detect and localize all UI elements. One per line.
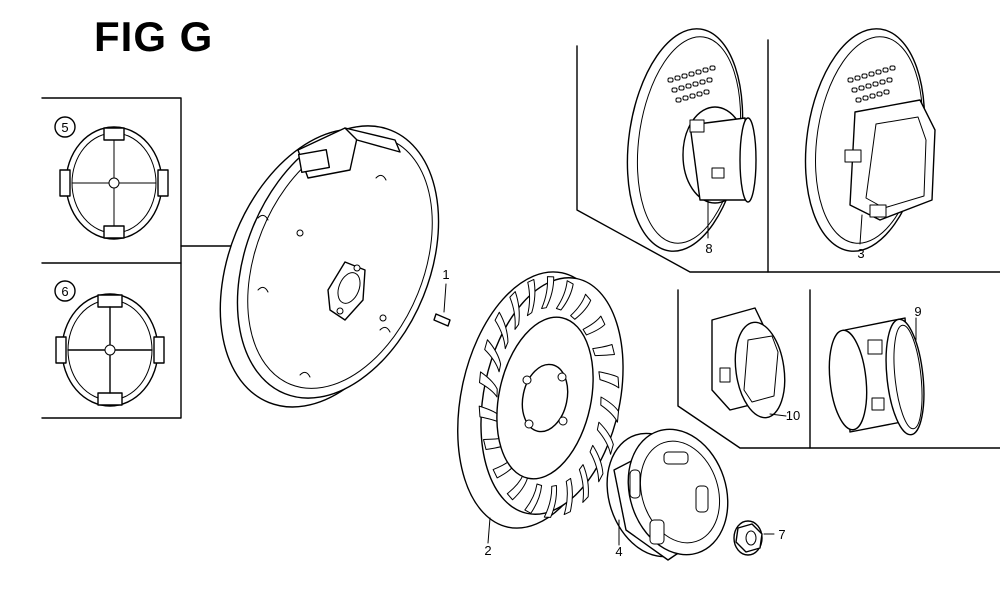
vent-hole bbox=[851, 87, 858, 93]
vent-hole bbox=[875, 69, 882, 75]
fan-blade bbox=[570, 293, 592, 320]
vent-hole bbox=[685, 83, 692, 89]
callout-8: 8 bbox=[705, 241, 712, 256]
part-5-pulley-insert: 5 bbox=[54, 116, 169, 240]
fan-blade bbox=[484, 339, 502, 373]
vent-hole bbox=[692, 81, 699, 87]
callout-7: 7 bbox=[778, 527, 785, 542]
fan-blade bbox=[600, 396, 619, 423]
part-6-pulley-insert: 6 bbox=[54, 280, 165, 407]
fan-blade bbox=[578, 464, 589, 503]
part-2-cooling-fan: 2 bbox=[457, 271, 624, 558]
vent-hole bbox=[847, 77, 854, 83]
upper-right-frame bbox=[576, 39, 1000, 273]
figure-title: FIG G bbox=[94, 13, 214, 60]
vent-hole bbox=[671, 87, 678, 93]
vent-hole bbox=[667, 77, 674, 83]
vent-hole bbox=[703, 89, 710, 95]
vent-hole bbox=[699, 79, 706, 85]
fan-blade bbox=[526, 278, 536, 317]
vent-hole bbox=[678, 85, 685, 91]
part-7-flange-nut: 7 bbox=[733, 520, 786, 556]
vent-hole bbox=[861, 73, 868, 79]
vent-hole bbox=[886, 77, 893, 83]
fan-blade bbox=[592, 344, 615, 357]
part-4-starter-cup: 4 bbox=[606, 428, 729, 561]
vent-hole bbox=[879, 79, 886, 85]
fan-blade bbox=[596, 421, 614, 455]
fan-blade bbox=[555, 280, 574, 311]
vent-hole bbox=[689, 93, 696, 99]
fan-blade bbox=[494, 311, 509, 350]
vent-hole bbox=[868, 71, 875, 77]
callout-2: 2 bbox=[484, 543, 491, 558]
vent-hole bbox=[682, 95, 689, 101]
vent-hole bbox=[709, 65, 716, 71]
part-1-key: 1 bbox=[433, 267, 451, 327]
vent-hole bbox=[854, 75, 861, 81]
vent-hole bbox=[865, 83, 872, 89]
fan-blade bbox=[589, 444, 604, 483]
vent-hole bbox=[876, 91, 883, 97]
fan-blade bbox=[541, 276, 555, 309]
callout-3: 3 bbox=[857, 246, 864, 261]
callout-9: 9 bbox=[914, 304, 921, 319]
vent-hole bbox=[882, 67, 889, 73]
fan-blade bbox=[582, 315, 606, 336]
callout-10: 10 bbox=[786, 408, 800, 423]
vent-hole bbox=[695, 69, 702, 75]
vent-hole bbox=[855, 97, 862, 103]
vent-hole bbox=[869, 93, 876, 99]
fan-blade bbox=[524, 483, 543, 514]
vent-hole bbox=[674, 75, 681, 81]
part-9-round-sleeve: 9 bbox=[828, 304, 925, 436]
fan-blade bbox=[543, 485, 558, 518]
fan-blade bbox=[509, 291, 520, 330]
part-3-starter-cup: 3 bbox=[804, 28, 936, 261]
vent-hole bbox=[681, 73, 688, 79]
vent-hole bbox=[872, 81, 879, 87]
callout-4: 4 bbox=[615, 544, 622, 559]
left-panel-frame bbox=[41, 97, 237, 419]
vent-hole bbox=[889, 65, 896, 71]
vent-hole bbox=[702, 67, 709, 73]
callout-1: 1 bbox=[442, 267, 449, 282]
vent-hole bbox=[862, 95, 869, 101]
fan-blade bbox=[478, 405, 500, 423]
vent-hole bbox=[675, 97, 682, 103]
part-8-starter-cup: 8 bbox=[626, 28, 757, 256]
fan-blade bbox=[598, 371, 620, 389]
part-10-square-sleeve: 10 bbox=[711, 307, 800, 423]
callout-6: 6 bbox=[61, 284, 68, 299]
vent-hole bbox=[858, 85, 865, 91]
fan-blade bbox=[506, 474, 528, 501]
flywheel-cover bbox=[219, 125, 440, 408]
vent-hole bbox=[706, 77, 713, 83]
vent-hole bbox=[883, 89, 890, 95]
fan-blade bbox=[479, 371, 498, 398]
vent-hole bbox=[688, 71, 695, 77]
callout-5: 5 bbox=[61, 120, 68, 135]
vent-hole bbox=[696, 91, 703, 97]
lower-right-frame bbox=[677, 289, 1000, 449]
fan-blade bbox=[563, 477, 573, 516]
